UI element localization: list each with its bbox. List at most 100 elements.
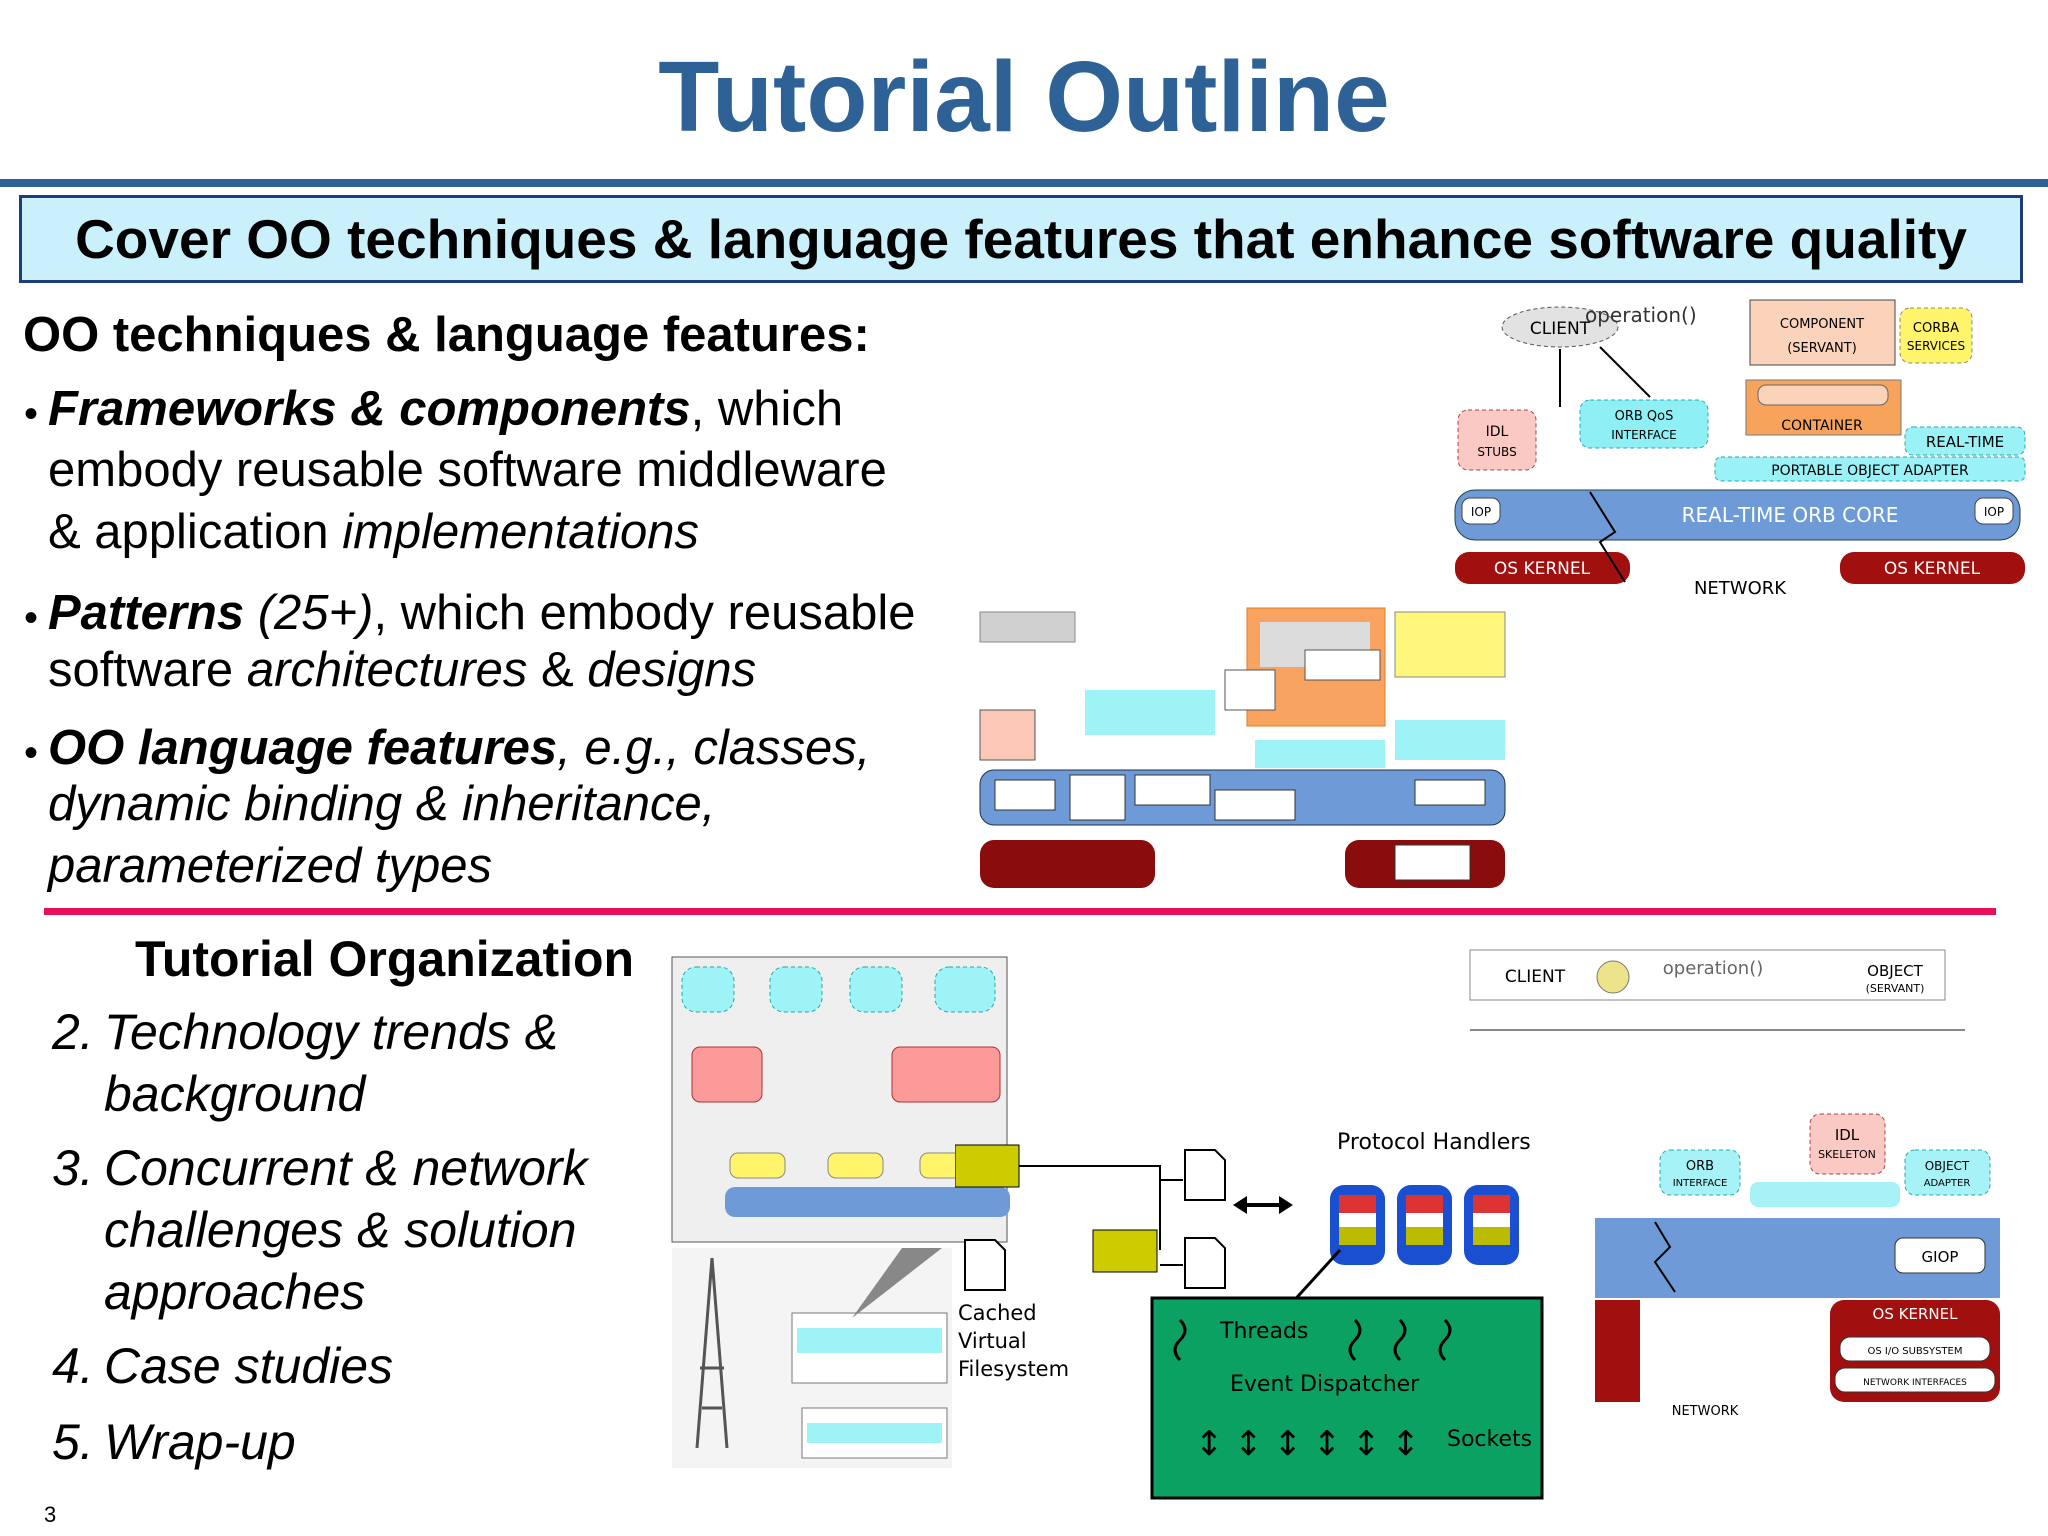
os-kernel-small-left — [980, 840, 1155, 888]
handler-stripe — [1339, 1195, 1376, 1213]
rt-orb-diagram-small — [979, 607, 1506, 888]
frameworks-line-3-pre: & application — [48, 505, 343, 559]
handler-stripe — [1473, 1213, 1510, 1227]
stubs-label: STUBS — [1477, 445, 1516, 459]
iop-left-label: IOP — [1471, 505, 1491, 519]
idl-stubs-box — [1457, 409, 1537, 471]
operation-label: operation() — [1663, 958, 1763, 979]
frameworks-line-3-italic: implementations — [342, 505, 699, 559]
bullet-dot: • — [24, 731, 39, 775]
arrow — [1599, 346, 1651, 398]
orb-layers-diagram: IDL SKELETON ORB INTERFACE OBJECT ADAPTE… — [1595, 1113, 2000, 1419]
protocol-handlers-label: Protocol Handlers — [1337, 1130, 1531, 1155]
summary-banner: Cover OO techniques & language features … — [19, 195, 2023, 283]
patterns-line-2: software architectures & designs — [48, 640, 756, 701]
handler-stripe — [1406, 1195, 1443, 1213]
arrowhead — [1233, 1196, 1247, 1214]
box-small — [1134, 774, 1211, 806]
bullet-language-features: OO language features, e.g., classes, — [48, 718, 870, 779]
container-inner — [1757, 384, 1889, 406]
virtual-label: Virtual — [958, 1329, 1027, 1353]
idl-label: IDL — [1486, 424, 1509, 440]
thread-icon — [1393, 1318, 1407, 1362]
patterns-architectures: architectures — [246, 643, 528, 697]
org-item-line: background — [104, 1066, 366, 1122]
language-features-line-3: parameterized types — [48, 839, 492, 893]
operation-label: operation() — [1585, 303, 1697, 327]
handler-stripe — [1406, 1213, 1443, 1227]
service-node — [729, 1152, 786, 1179]
bullet-dot: • — [24, 392, 39, 436]
realtime-box — [1904, 426, 2026, 456]
bullet-patterns: Patterns (25+), which embody reusable — [48, 583, 915, 644]
patterns-count: (25+) — [244, 586, 374, 640]
org-item-line: Case studies — [104, 1338, 394, 1394]
orb-label: ORB — [1686, 1159, 1714, 1174]
web-server-diagram: Cached Virtual Filesystem Protocol Handl… — [955, 1130, 1544, 1500]
zoom-pointer — [852, 1248, 942, 1318]
server-core-box — [1150, 1296, 1544, 1500]
os-kernel-left — [1455, 552, 1630, 584]
component-box — [1749, 299, 1896, 366]
os-kernel-left-label: OS KERNEL — [1494, 559, 1591, 579]
handler-stripe — [1339, 1213, 1376, 1227]
client-label: CLIENT — [1505, 967, 1566, 987]
frameworks-line-2: embody reusable software middleware — [48, 443, 887, 497]
file-icon — [1184, 1237, 1226, 1289]
iop-right — [1974, 497, 2014, 525]
filesystem-label: Filesystem — [958, 1357, 1069, 1381]
folder-icon — [1092, 1229, 1158, 1273]
component-label: COMPONENT — [1780, 317, 1864, 332]
organization-heading: Tutorial Organization — [135, 931, 635, 987]
corba-header-bar — [1469, 949, 1946, 1001]
poa-box — [1714, 456, 2026, 482]
object-label: OBJECT — [1867, 962, 1923, 980]
network-label: NETWORK — [1694, 578, 1787, 599]
network-interfaces-label: NETWORK INTERFACES — [1863, 1378, 1967, 1388]
rt-orb-architecture-diagram: CLIENT operation() COMPONENT (SERVANT) C… — [1454, 299, 2026, 599]
container-small — [1224, 669, 1276, 711]
org-item-number: 5. — [52, 1414, 94, 1470]
section-divider — [44, 908, 1996, 915]
orb-interface-box — [1659, 1149, 1741, 1196]
client-node — [1501, 306, 1619, 348]
file-icon — [1184, 1149, 1226, 1201]
iop-left — [1461, 497, 1501, 525]
frameworks-rest: , which — [690, 382, 844, 436]
services-small — [1394, 611, 1506, 678]
bullet-dot: • — [24, 596, 39, 640]
os-kernel-partial — [1595, 1300, 1640, 1402]
client-label: CLIENT — [1530, 319, 1591, 339]
event-channel-box — [691, 1046, 763, 1103]
org-item-line: approaches — [104, 1264, 366, 1320]
component-node — [849, 966, 903, 1013]
service-node — [827, 1152, 884, 1179]
box-small — [1414, 779, 1486, 806]
node-bar — [797, 1328, 942, 1353]
iop-small — [994, 779, 1056, 811]
patterns-rest: , which embody reusable — [373, 586, 916, 640]
org-item-number: 2. — [52, 1004, 94, 1060]
arrowhead — [1279, 1196, 1293, 1214]
cached-label: Cached — [958, 1301, 1037, 1325]
box-small — [1394, 844, 1471, 881]
frameworks-line-3: & application implementations — [48, 502, 699, 563]
component-node — [681, 966, 735, 1013]
network-bolt — [1589, 491, 1626, 583]
adapter-label: ADAPTER — [1924, 1178, 1971, 1189]
orb-qos-label: ORB QoS — [1615, 409, 1674, 424]
page-number: 3 — [44, 1502, 57, 1527]
organization-list: 2. Technology trends & background 3. Con… — [0, 1002, 680, 1482]
giop-label: GIOP — [1922, 1248, 1959, 1266]
io-subsystem-box — [1839, 1336, 1991, 1362]
iop-right-label: IOP — [1984, 505, 2004, 519]
tower-icon — [695, 1257, 729, 1449]
bullet-frameworks: Frameworks & components, which — [48, 379, 843, 440]
event-dispatcher-label: Event Dispatcher — [1230, 1372, 1420, 1397]
thread-icon — [1173, 1318, 1187, 1362]
thread-icon — [1348, 1318, 1362, 1362]
object-adapter-label: OBJECT — [1925, 1159, 1970, 1173]
container-label: CONTAINER — [1781, 418, 1863, 434]
component-node — [769, 966, 823, 1013]
frameworks-term: Frameworks & components — [48, 382, 691, 436]
